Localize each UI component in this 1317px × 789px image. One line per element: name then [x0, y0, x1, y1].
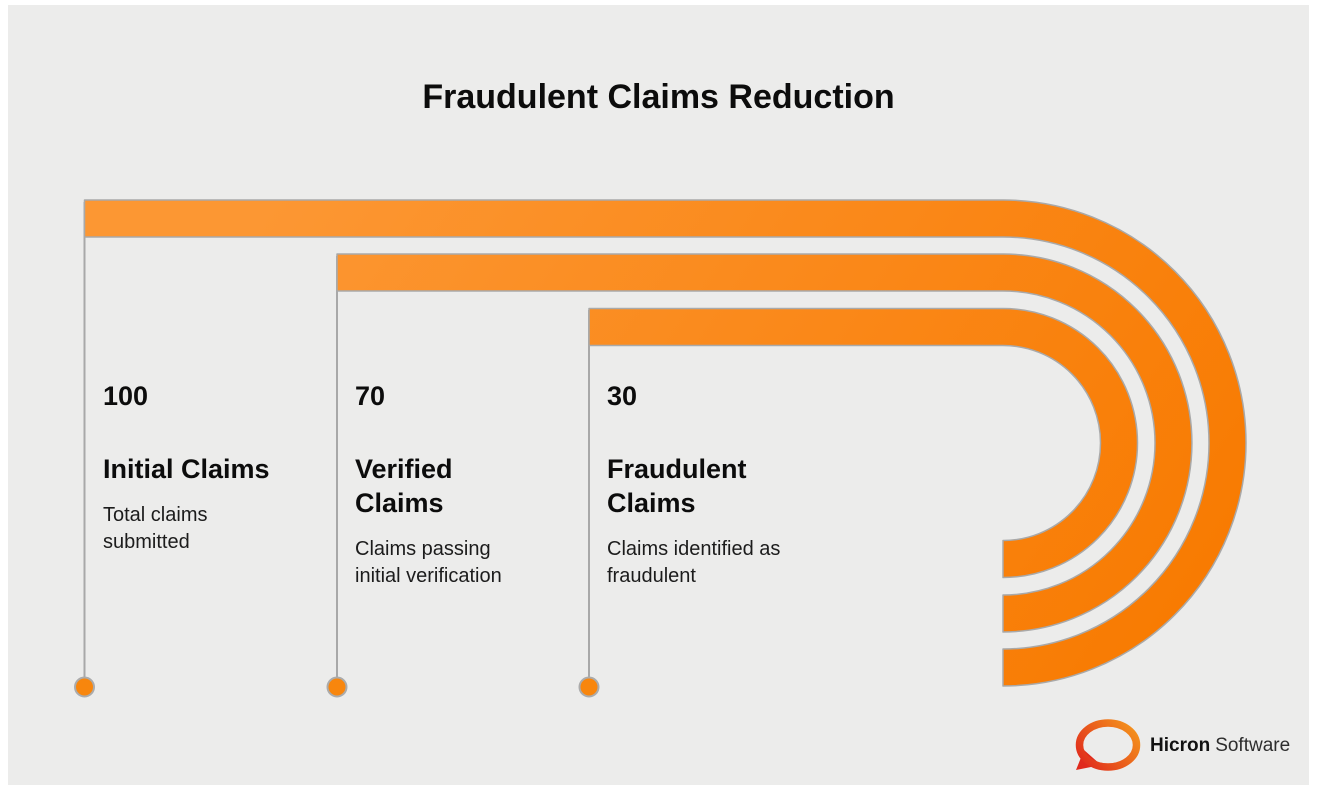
step-label: Fraudulent Claims: [607, 454, 747, 518]
step-value: 30: [607, 381, 638, 411]
step-description: Claims passing initial verification: [355, 538, 502, 587]
step-fraudulent-claims: 30 Fraudulent Claims Claims identified a…: [607, 381, 829, 590]
step-verified-claims: 70 Verified Claims Claims passing initia…: [355, 381, 577, 590]
step-value: 100: [103, 381, 149, 411]
step-label: Verified Claims: [355, 454, 453, 518]
chart-title: Fraudulent Claims Reduction: [422, 78, 895, 116]
step-description: Claims identified as fraudulent: [607, 538, 781, 587]
step-initial-claims: 100 Initial Claims Total claims submitte…: [103, 381, 325, 556]
flow-band-initial-claims: [83, 199, 1247, 687]
step-description: Total claims submitted: [103, 504, 208, 553]
flow-band-verified-claims: [336, 253, 1193, 633]
flow-band-fraudulent-claims: [588, 307, 1139, 579]
hicron-logo-icon: [1075, 719, 1141, 771]
connector-dot-fraudulent-claims: [578, 676, 600, 698]
connector-dot-verified-claims: [326, 676, 348, 698]
logo-brand: Hicron: [1150, 735, 1211, 756]
step-value: 70: [355, 381, 386, 411]
connector-dot-initial-claims: [74, 676, 95, 698]
logo-suffix: Software: [1215, 735, 1291, 756]
step-label: Initial Claims: [103, 454, 270, 484]
logo-ring: [1075, 719, 1141, 771]
